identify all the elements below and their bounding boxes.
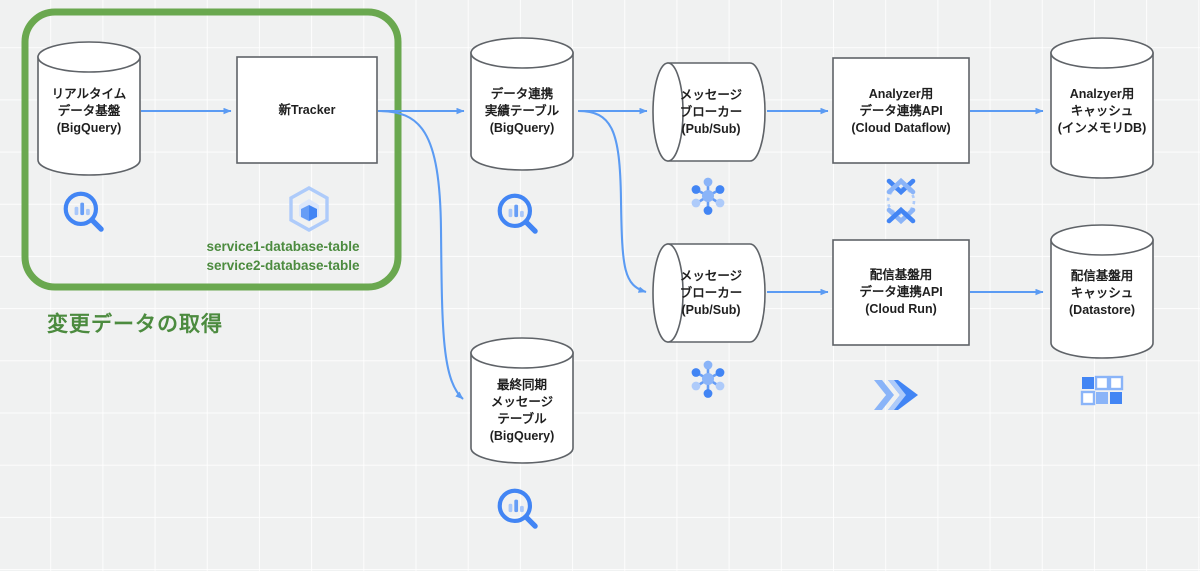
service-label-line: service1-database-table: [206, 239, 360, 254]
pubsub-icon: [691, 177, 725, 215]
dataflow-icon: [886, 177, 916, 225]
group-title-change-data-capture: 変更データの取得: [47, 313, 223, 336]
bigquery-icon: [63, 191, 104, 232]
cloudrun-icon: [874, 380, 918, 410]
bigquery-icon: [497, 488, 538, 529]
service-label-line: service2-database-table: [206, 258, 360, 273]
pubsub-icon: [691, 360, 725, 398]
datastore-icon: [1080, 375, 1124, 406]
bigquery-icon: [497, 193, 538, 234]
gke-container-icon: [289, 186, 329, 232]
service-table-labels: service1-database-table service2-databas…: [178, 237, 388, 275]
